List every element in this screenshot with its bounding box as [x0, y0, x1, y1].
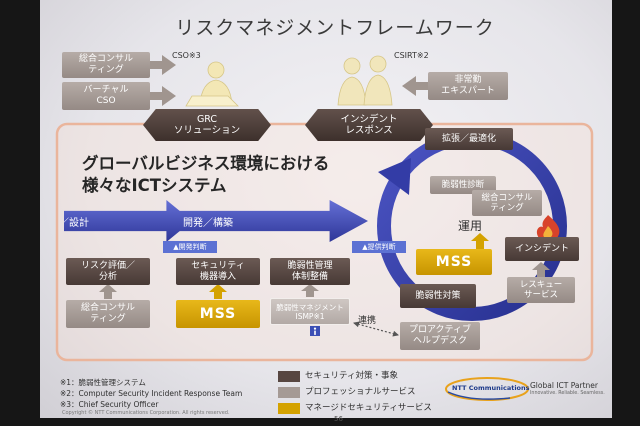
expert-box: 非常勤 エキスパート [428, 72, 508, 100]
consulting-arrow [150, 55, 176, 75]
footnote-1: ※1：脆弱性管理システム [60, 378, 146, 387]
page-number: 56 [334, 415, 343, 423]
link-label: 連携 [358, 316, 377, 326]
virtual-cso-arrow [150, 86, 176, 106]
risk-assessment-line1: リスク評価／ [80, 260, 135, 271]
cycle-consulting-box: 総合コンサル ティング [472, 190, 542, 216]
legend-label-security: セキュリティ対策・事象 [305, 371, 398, 381]
cso-label: CSO※3 [172, 51, 201, 60]
footnote-3: ※3：Chief Security Officer [60, 400, 159, 409]
ismp-line1: 脆弱性マネジメント [276, 302, 344, 312]
up-arrow-mss [209, 284, 227, 299]
person-with-laptop-icon [185, 61, 239, 107]
copyright: Copyright © NTT Communications Corporati… [62, 410, 230, 416]
cycle-countermeasure-box: 脆弱性対策 [400, 284, 476, 308]
virtual-cso-line1: バーチャル [83, 85, 129, 96]
incident-response-line1: インシデント [340, 113, 398, 125]
incident-response-line2: レスポンス [345, 125, 393, 136]
legend-label-professional: プロフェッショナルサービス [305, 387, 416, 397]
consulting-box: 総合コンサル ティング [62, 52, 150, 78]
cycle-incident-box: インシデント [505, 237, 579, 261]
frame-heading-line1: グローバルビジネス環境における [82, 154, 330, 173]
consulting-line1: 総合コンサル [78, 54, 133, 65]
footnote-2: ※2：Computer Security Incident Response T… [60, 389, 243, 398]
cycle-arrowhead [378, 158, 411, 195]
slide-title: リスクマネジメントフレームワーク [175, 17, 495, 39]
legend-swatch-professional [278, 387, 300, 398]
security-device-line2: 機器導入 [199, 271, 236, 282]
ntt-swirl-icon [445, 377, 529, 401]
virtual-cso-box: バーチャル CSO [62, 82, 150, 110]
brand-tagline: Global ICT Partner [530, 381, 598, 390]
consulting-lower-line1: 総合コンサル [80, 303, 135, 314]
vuln-management-setup-line2: 体制整備 [291, 271, 328, 282]
gate-dev-decision: ▲開発判断 [163, 241, 217, 253]
flame-icon [536, 215, 560, 242]
csirt-label: CSIRT※2 [394, 51, 429, 60]
risk-assessment-line2: 分析 [98, 271, 117, 282]
up-arrow-ismp [301, 284, 319, 297]
two-people-icon [337, 55, 393, 106]
incident-response-hexagon: インシデント レスポンス [305, 109, 433, 141]
risk-assessment-box: リスク評価／ 分析 [66, 258, 150, 285]
up-arrow-consulting [99, 284, 117, 299]
mss-lower-label: MSS [199, 305, 237, 322]
cycle-rescue-box: レスキュー サービス [507, 277, 575, 303]
gate-provide-decision: ▲提供判断 [352, 241, 406, 253]
grc-solution-hexagon: GRC ソリューション [143, 109, 271, 141]
ismp-box: 脆弱性マネジメント ISMP※1 [270, 298, 350, 325]
helpdesk-line2: ヘルプデスク [412, 336, 467, 346]
cycle-operation-label: 運用 [458, 219, 483, 233]
cycle-consulting-line1: 総合コンサル [481, 192, 533, 203]
cycle-diagnosis-box: 脆弱性診断 [430, 176, 496, 194]
legend-swatch-security [278, 371, 300, 382]
vuln-management-setup-line1: 脆弱性管理 [287, 260, 333, 271]
brand-subtagline: Innovative. Reliable. Seamless. [530, 391, 605, 396]
grc-line1: GRC [196, 113, 218, 125]
cycle-optimize-box: 拡張／最適化 [425, 128, 513, 150]
grc-line2: ソリューション [173, 125, 241, 136]
cycle-consulting-line2: ティング [490, 203, 524, 213]
ntt-logo-text: NTT Communications [452, 384, 530, 392]
expert-line1: 非常勤 [454, 75, 482, 86]
consulting-lower-box: 総合コンサル ティング [66, 300, 150, 328]
legend-swatch-managed [278, 403, 300, 414]
consulting-line2: ティング [88, 65, 124, 75]
vuln-management-setup-box: 脆弱性管理 体制整備 [270, 258, 350, 285]
security-device-line1: セキュリティ [191, 260, 245, 271]
proactive-helpdesk-box: プロアクティブ ヘルプデスク [400, 322, 480, 350]
cycle-rescue-line2: サービス [523, 290, 558, 300]
cycle-rescue-line1: レスキュー [519, 279, 563, 290]
helpdesk-line1: プロアクティブ [408, 325, 471, 336]
legend-label-managed: マネージドセキュリティサービス [305, 403, 432, 413]
security-device-box: セキュリティ 機器導入 [176, 258, 260, 285]
consulting-lower-line2: ティング [90, 314, 126, 324]
cycle-mss-box: MSS [416, 249, 492, 275]
virtual-cso-line2: CSO [96, 96, 116, 106]
frame-heading-line2: 様々なICTシステム [82, 176, 227, 195]
info-icon [310, 326, 320, 336]
up-arrow-rescue [532, 262, 550, 277]
ismp-line2: ISMP※1 [295, 311, 325, 321]
up-arrow-cycle-mss [471, 233, 489, 249]
expert-arrow [402, 76, 428, 96]
mss-lower-box: MSS [176, 300, 260, 328]
expert-line2: エキスパート [441, 86, 495, 96]
